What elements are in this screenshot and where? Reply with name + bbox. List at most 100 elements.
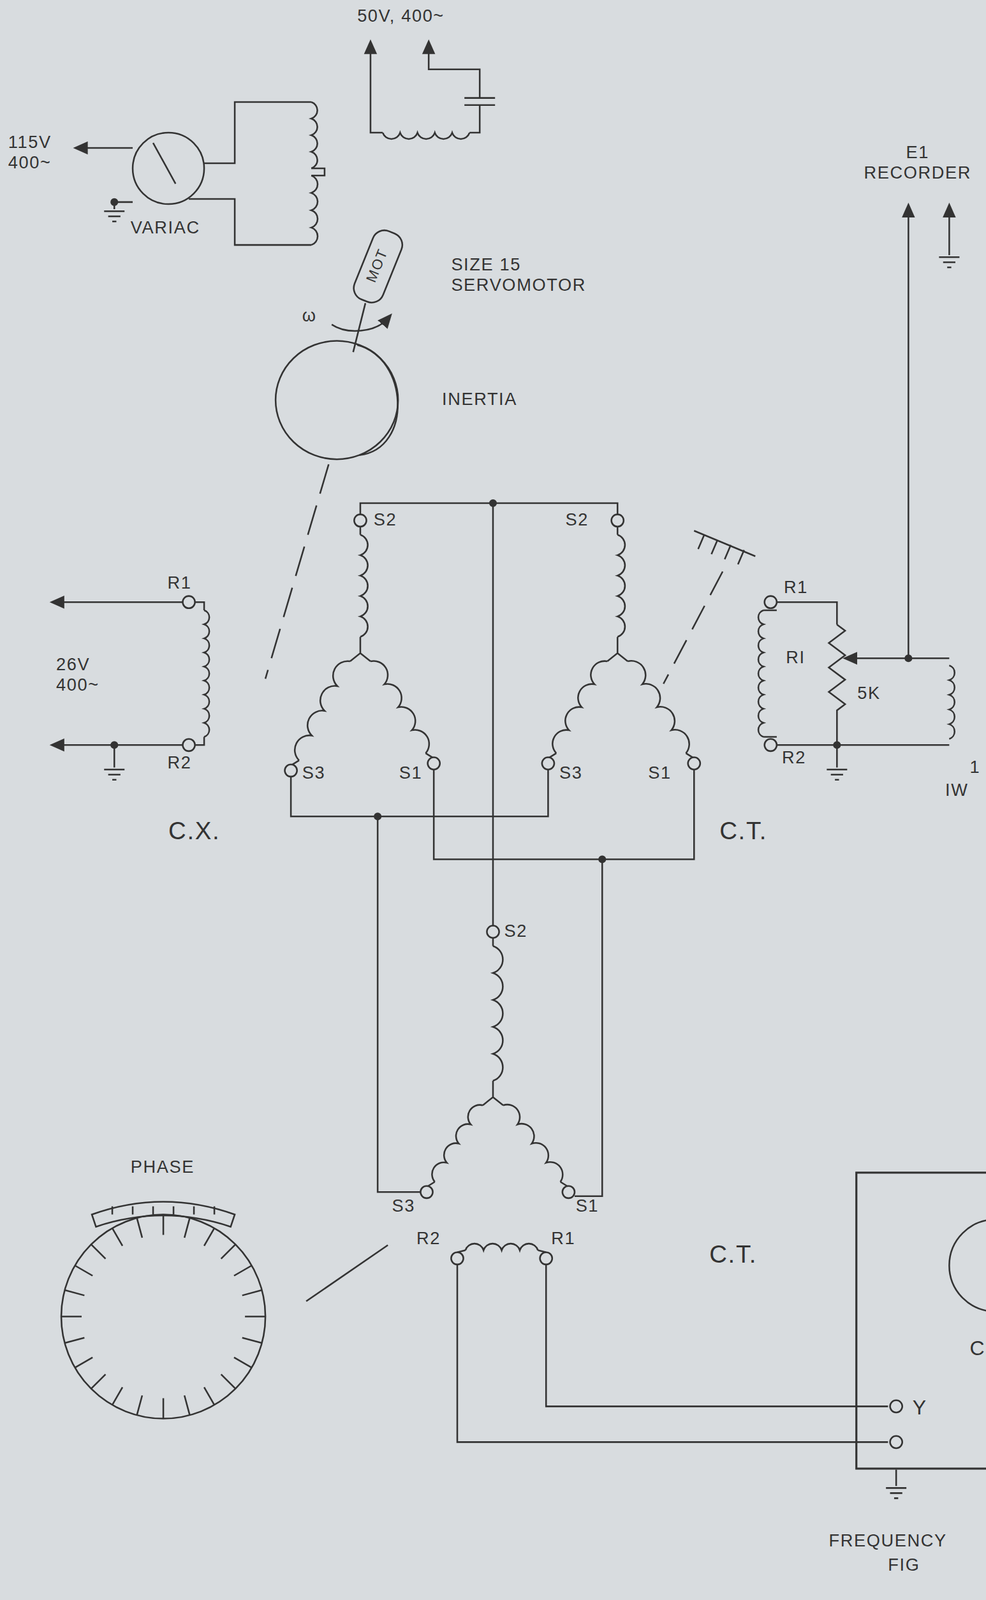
schematic-label: S1: [575, 1196, 599, 1217]
drawn-stroke: [242, 1290, 263, 1296]
drawn-stroke: [103, 211, 125, 222]
drawn-stroke: [350, 637, 371, 662]
drawn-stroke: [103, 769, 125, 780]
drawn-stroke: [758, 610, 764, 737]
drawn-stroke: [61, 1315, 82, 1318]
schematic-label: E1 RECORDER: [853, 142, 983, 184]
terminal: [420, 1186, 433, 1199]
terminal: [611, 514, 624, 527]
terminal: [542, 757, 555, 770]
schematic-label: 1: [969, 757, 981, 778]
drawn-stroke: [193, 1206, 196, 1215]
schematic-label: VARIAC: [130, 218, 201, 239]
terminal: [562, 1186, 575, 1199]
terminal: [182, 739, 195, 752]
drawn-stroke: [493, 946, 503, 1082]
drawn-stroke: [242, 1338, 263, 1344]
drawn-stroke: [370, 660, 430, 754]
drawn-stroke: [172, 1206, 175, 1215]
drawn-stroke: [112, 1228, 123, 1247]
schematic-label: C.X.: [168, 816, 221, 846]
schematic-label: C.T.: [709, 1239, 758, 1269]
drawn-stroke: [204, 1387, 215, 1406]
drawn-stroke: [763, 610, 777, 737]
schematic-label: S2: [504, 921, 528, 942]
schematic-label: 115V 400~: [8, 132, 62, 174]
schematic-label: FIG: [887, 1555, 920, 1576]
terminal: [890, 1436, 903, 1449]
schematic-label: R1: [783, 577, 809, 599]
schematic-label: PHASE: [130, 1157, 195, 1178]
drawn-stroke: [607, 637, 628, 662]
drawn-stroke: [885, 1487, 907, 1499]
terminal: [764, 596, 777, 609]
drawn-stroke: [64, 1290, 85, 1296]
schematic-label: IW: [945, 780, 969, 802]
drawn-stroke: [552, 661, 608, 754]
schematic-label: S3: [302, 763, 326, 784]
drawn-stroke: [382, 132, 470, 140]
drawn-stroke: [949, 665, 955, 739]
drawn-stroke: [616, 526, 619, 536]
schematic-label: S3: [392, 1196, 416, 1217]
terminal: [182, 596, 195, 609]
drawn-stroke: [204, 610, 210, 737]
drawn-stroke: [162, 1214, 165, 1235]
drawn-stroke: [91, 1244, 106, 1259]
schematic-label: FREQUENCY: [829, 1531, 948, 1552]
drawn-stroke: [617, 535, 626, 638]
terminal: [890, 1400, 903, 1413]
drawn-stroke: [213, 1206, 216, 1215]
drawn-stroke: [112, 1387, 123, 1406]
drawn-stroke: [234, 1265, 252, 1276]
schematic-label: R1: [167, 573, 192, 594]
schematic-label: S1: [399, 763, 423, 784]
drawn-stroke: [294, 661, 351, 761]
drawn-stroke: [64, 1338, 85, 1344]
drawn-stroke: [431, 1105, 483, 1183]
schematic-label: SIZE 15 SERVOMOTOR: [450, 255, 604, 296]
drawn-stroke: [204, 1228, 215, 1247]
schematic-label: S2: [565, 510, 589, 531]
drawn-stroke: [74, 1265, 93, 1276]
schematic-label: C.T.: [719, 816, 768, 846]
drawn-stroke: [492, 938, 495, 947]
drawn-stroke: [221, 1374, 236, 1390]
drawn-stroke: [457, 1250, 546, 1252]
wires: [56, 45, 986, 1487]
drawn-stroke: [234, 1357, 252, 1369]
drawn-stroke: [74, 1357, 93, 1369]
schematic-label: MOT: [360, 245, 393, 286]
terminal: [486, 926, 499, 939]
drawn-stroke: [221, 1244, 236, 1259]
schematic-label: RI: [785, 647, 805, 669]
drawn-stroke: [311, 175, 318, 245]
schematic-label: 5K: [857, 683, 881, 705]
schematic-label: R2: [781, 748, 807, 769]
oscilloscope-box: CY: [855, 1171, 986, 1470]
drawn-stroke: [111, 1206, 114, 1215]
drawn-stroke: [360, 535, 368, 638]
drawn-stroke: [627, 660, 689, 754]
drawn-stroke: [91, 1374, 106, 1390]
drawn-stroke: [184, 1395, 190, 1416]
schematic-label: R2: [167, 753, 192, 774]
drawn-stroke: [152, 1206, 155, 1215]
schematic-label: S2: [373, 510, 397, 531]
terminal: [540, 1252, 553, 1265]
schematic-label: 50V, 400~: [357, 6, 445, 27]
drawn-stroke: [359, 526, 362, 536]
schematic-label: S1: [647, 763, 671, 784]
drawn-stroke: [311, 102, 317, 169]
schematic-label: INERTIA: [441, 389, 518, 411]
schematic-label: 26V 400~: [56, 654, 110, 696]
drawn-stroke: [826, 769, 847, 780]
terminal: [285, 764, 298, 777]
drawn-stroke: [244, 1315, 266, 1318]
schematic-label: R1: [551, 1228, 576, 1250]
drawn-stroke: [482, 1081, 504, 1106]
schematic-label: ω: [302, 306, 317, 327]
terminal-label: Y: [912, 1396, 927, 1420]
